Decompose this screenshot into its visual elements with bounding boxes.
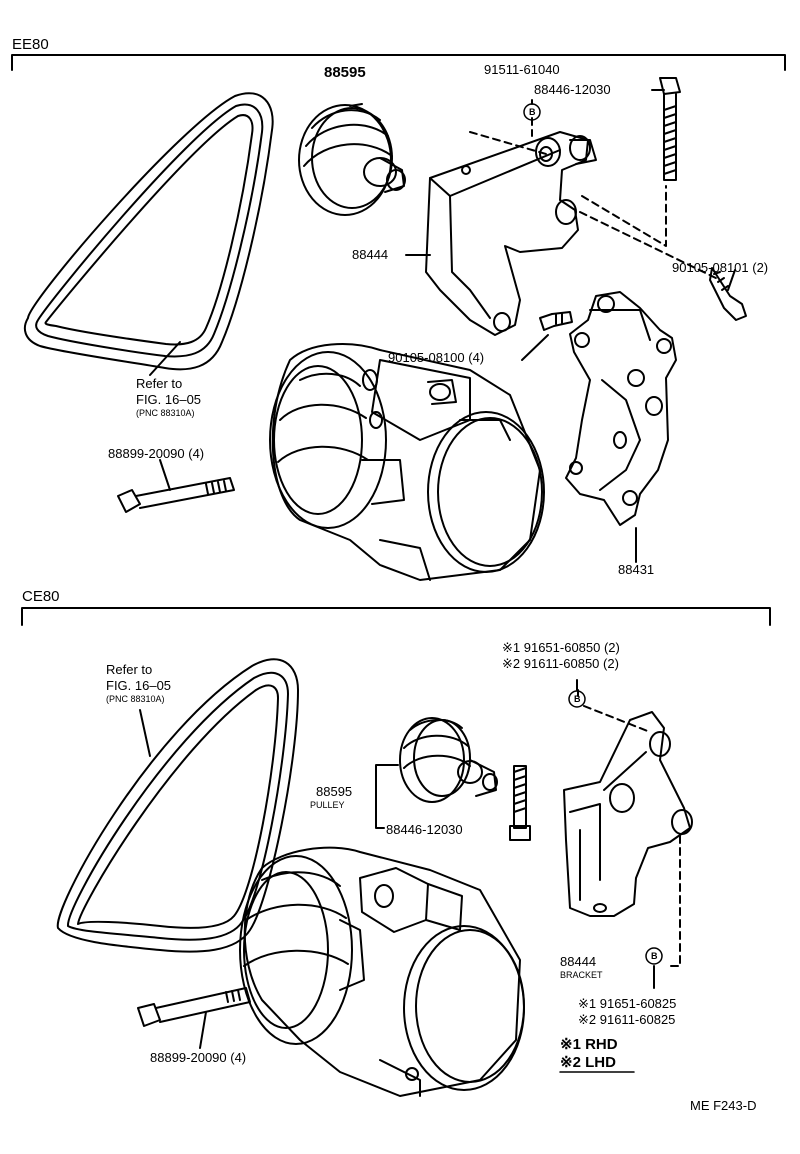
leader-refer-bottom	[139, 709, 151, 757]
bolt-90105-08100	[539, 311, 573, 331]
section-title-ee80: EE80	[12, 36, 49, 53]
part-label-90105-08101[interactable]: 90105-08101 (2)	[672, 260, 769, 275]
legend-lhd: ※2 LHD	[560, 1054, 616, 1071]
pulley-caption: PULLEY	[310, 800, 345, 810]
part-label-88446-12030-top[interactable]: 88446-12030	[534, 82, 611, 97]
bolt-90105-08101	[709, 267, 747, 321]
section-frame-top	[11, 54, 786, 71]
long-bolt-bottom	[137, 987, 251, 1027]
dashed-lines-bottom	[577, 689, 681, 967]
part-label-91611-60825[interactable]: ※2 91611-60825	[578, 1012, 676, 1027]
compressor-bottom	[239, 846, 525, 1097]
v-belt-top	[23, 92, 274, 371]
idler-pulley-top	[298, 103, 406, 216]
leader-90105-08100	[521, 334, 549, 361]
part-label-91651-60825[interactable]: ※1 91651-60825	[578, 996, 677, 1011]
part-label-88431[interactable]: 88431	[618, 562, 655, 577]
legend-rhd: ※1 RHD	[560, 1036, 618, 1053]
bracket-caption: BRACKET	[560, 970, 603, 980]
part-label-88899-top[interactable]: 88899-20090 (4)	[108, 446, 205, 461]
bracket-88444-top	[425, 131, 597, 336]
fig-ref-bottom[interactable]: FIG. 16–05	[106, 678, 172, 693]
bracket-88431-top	[565, 291, 677, 526]
refer-text-top: Refer to	[136, 376, 183, 391]
leader-88899-bottom	[199, 1011, 207, 1049]
bolt-88446-bottom	[509, 765, 531, 841]
long-bolt-top	[117, 477, 235, 513]
b-symbol-bottom-b	[645, 947, 663, 965]
part-label-88595-bottom[interactable]: 88595	[316, 784, 353, 799]
part-label-88595-top[interactable]: 88595	[324, 64, 366, 81]
part-label-91611-60850[interactable]: ※2 91611-60850 (2)	[502, 656, 619, 671]
b-mark-bottom-b: B	[651, 951, 658, 961]
section-title-ce80: CE80	[22, 588, 60, 605]
leader-refer-top	[149, 341, 181, 376]
part-label-90105-08100[interactable]: 90105-08100 (4)	[388, 350, 485, 365]
pnc-ref-top: (PNC 88310A)	[136, 408, 195, 418]
bolt-88446-top	[659, 77, 681, 181]
part-label-91511-61040[interactable]: 91511-61040	[484, 62, 560, 77]
compressor-top	[269, 343, 545, 581]
part-label-88899-bottom[interactable]: 88899-20090 (4)	[150, 1050, 247, 1065]
part-label-88444-top[interactable]: 88444	[352, 247, 389, 262]
b-mark-top: B	[529, 107, 536, 117]
b-mark-bottom-a: B	[574, 694, 581, 704]
leader-88899-top	[159, 459, 171, 491]
refer-text-bottom: Refer to	[106, 662, 153, 677]
v-belt-bottom	[56, 658, 299, 953]
part-label-88446-12030-bottom[interactable]: 88446-12030	[386, 822, 463, 837]
part-label-91651-60850[interactable]: ※1 91651-60850 (2)	[502, 640, 620, 655]
bracket-88595-bottom	[375, 764, 399, 829]
fig-ref-top[interactable]: FIG. 16–05	[136, 392, 202, 407]
leader-90105-08101	[727, 269, 736, 291]
idler-pulley-bottom	[399, 717, 498, 803]
bracket-88444-bottom	[563, 711, 693, 917]
section-frame-bottom	[21, 607, 771, 626]
part-label-88444-bottom[interactable]: 88444	[560, 954, 597, 969]
dashed-lines-top	[469, 117, 721, 281]
pnc-ref-bottom: (PNC 88310A)	[106, 694, 165, 704]
figure-code: ME F243-D	[690, 1098, 757, 1113]
